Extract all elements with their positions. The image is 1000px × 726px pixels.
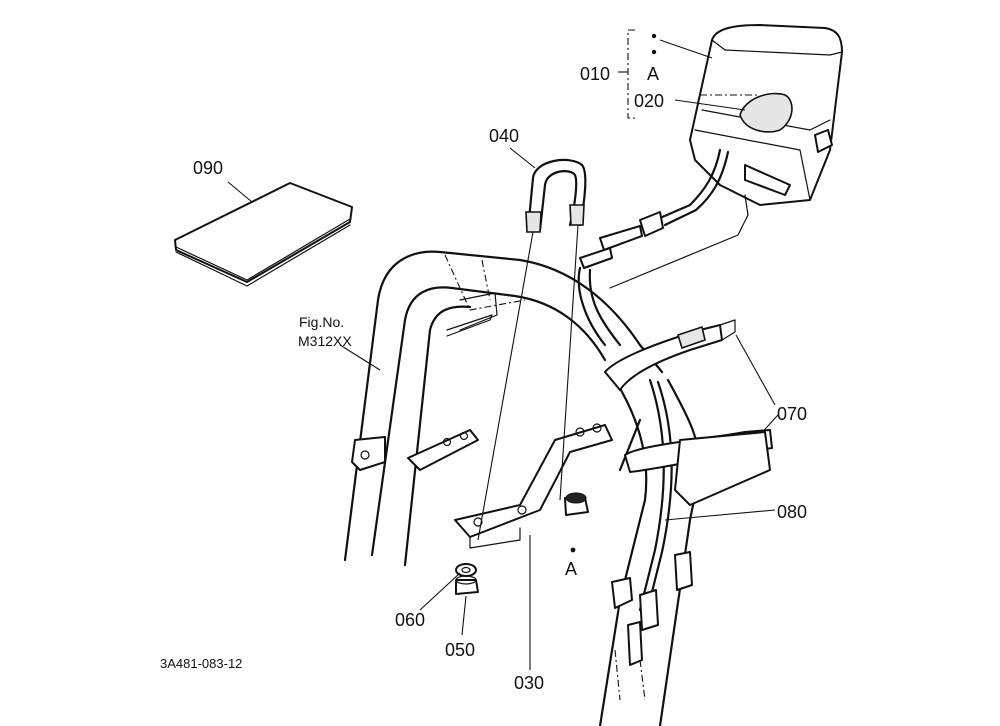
- wiring-harness: [577, 148, 730, 614]
- lower-connectors: [611, 551, 693, 701]
- callout-040: 040: [489, 126, 519, 146]
- nut-washer: [419, 563, 479, 636]
- ref-dot: [651, 49, 657, 55]
- manual-booklet: [174, 181, 353, 287]
- bracket-080: [664, 431, 776, 521]
- band-upper: [604, 319, 736, 391]
- callout-030: 030: [514, 673, 544, 693]
- figref-leader: [339, 344, 381, 371]
- callout-080: 080: [777, 502, 807, 522]
- figure-ref-line2: M312XX: [298, 333, 352, 349]
- flange-nut: [564, 492, 589, 553]
- callout-020: 020: [634, 91, 664, 111]
- callout-090: 090: [193, 158, 223, 178]
- callout-060: 060: [395, 610, 425, 630]
- lamp-bracket: [454, 423, 613, 670]
- figure-ref-line1: Fig.No.: [299, 314, 344, 330]
- handle-frame: [343, 250, 702, 726]
- ref-mark-a-top: A: [647, 64, 659, 84]
- ref-mark-a-bottom: A: [565, 559, 577, 579]
- callout-050: 050: [445, 640, 475, 660]
- drawing-code: 3A481-083-12: [160, 656, 242, 671]
- callout-070: 070: [777, 404, 807, 424]
- frame-clip: [351, 436, 386, 471]
- callout-010: 010: [580, 64, 610, 84]
- bracket-plate-small: [407, 429, 479, 471]
- u-bolt: [477, 147, 587, 541]
- group-bracket-010: [618, 29, 635, 119]
- ref-dot: [651, 33, 657, 39]
- work-lamp: [609, 24, 843, 289]
